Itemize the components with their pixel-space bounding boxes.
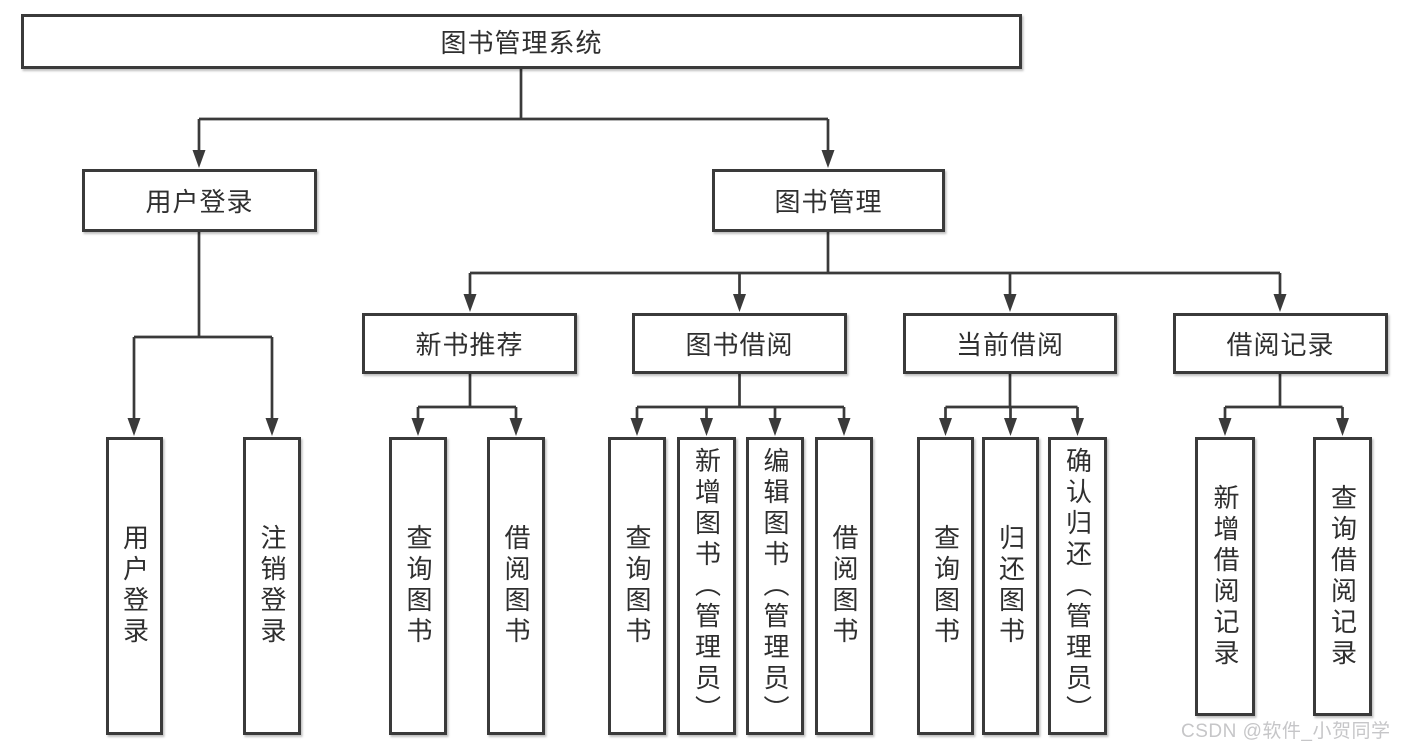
node-leaf-borrow-book: 借阅图书 <box>815 437 873 735</box>
connector-paths <box>132 69 1344 420</box>
node-label: 当前借阅 <box>955 330 1064 360</box>
watermark: CSDN @软件_小贺同学 <box>1181 721 1391 742</box>
node-label: 查询图书 <box>403 524 433 648</box>
node-leaf-edit-book-admin: 编辑图书（管理员） <box>746 437 804 735</box>
node-label: 编辑图书（管理员） <box>760 446 790 726</box>
node-label: 归还图书 <box>995 524 1026 648</box>
node-label: 借阅图书 <box>501 524 531 648</box>
node-label: 注销登录 <box>257 524 287 648</box>
node-root: 图书管理系统 <box>21 14 1022 69</box>
node-label: 确认归还（管理员） <box>1062 446 1093 726</box>
node-current-borrow: 当前借阅 <box>903 313 1117 374</box>
node-leaf-query-book-borrow: 查询图书 <box>608 437 666 735</box>
node-label: 借阅记录 <box>1226 330 1335 360</box>
node-book-management: 图书管理 <box>712 169 945 232</box>
node-label: 用户登录 <box>145 187 254 217</box>
node-label: 查询图书 <box>622 524 652 648</box>
node-leaf-return-book: 归还图书 <box>982 437 1039 735</box>
node-leaf-query-book-recommend: 查询图书 <box>389 437 447 735</box>
node-leaf-add-borrow-record: 新增借阅记录 <box>1195 437 1255 716</box>
node-borrow-records: 借阅记录 <box>1173 313 1388 374</box>
node-book-borrow: 图书借阅 <box>632 313 847 374</box>
node-leaf-user-login: 用户登录 <box>106 437 163 735</box>
node-label: 图书管理 <box>774 187 883 217</box>
node-label: 查询图书 <box>930 524 961 648</box>
node-user-login: 用户登录 <box>82 169 317 232</box>
node-label: 新书推荐 <box>415 330 524 360</box>
node-leaf-logout: 注销登录 <box>243 437 301 735</box>
node-leaf-query-borrow-record: 查询借阅记录 <box>1313 437 1372 716</box>
node-label: 查询借阅记录 <box>1327 483 1358 670</box>
node-label: 图书借阅 <box>685 330 794 360</box>
node-label: 图书管理系统 <box>440 28 603 58</box>
node-leaf-confirm-return-admin: 确认归还（管理员） <box>1048 437 1107 735</box>
node-new-book-recommend: 新书推荐 <box>362 313 577 374</box>
node-label: 新增借阅记录 <box>1210 483 1240 670</box>
node-label: 用户登录 <box>119 524 150 648</box>
node-label: 借阅图书 <box>829 524 859 648</box>
node-leaf-borrow-book-recommend: 借阅图书 <box>487 437 545 735</box>
node-leaf-add-book-admin: 新增图书（管理员） <box>677 437 736 735</box>
node-leaf-query-book-current: 查询图书 <box>917 437 974 735</box>
node-label: 新增图书（管理员） <box>691 446 722 726</box>
